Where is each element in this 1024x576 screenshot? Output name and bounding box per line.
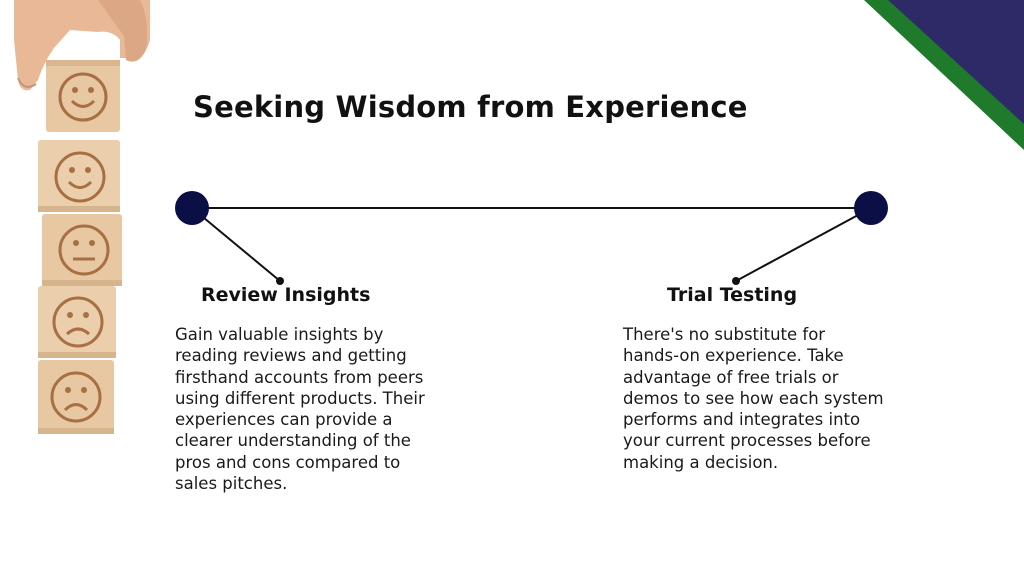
right-branch-end-dot <box>732 277 740 285</box>
smiley-block-happy-icon <box>46 60 120 132</box>
hand-stacking-smiley-blocks-icon <box>14 0 150 434</box>
review-insights-heading: Review Insights <box>201 284 371 306</box>
hand-icon <box>14 0 150 91</box>
right-node <box>854 191 888 225</box>
smiley-block-sad-icon <box>38 286 116 358</box>
trial-testing-heading: Trial Testing <box>667 284 798 306</box>
left-node <box>175 191 209 225</box>
smiley-block-happy-icon <box>38 140 120 212</box>
left-branch-line <box>191 207 281 282</box>
corner-purple-band <box>888 0 1024 124</box>
left-branch-end-dot <box>276 277 284 285</box>
slide-title: Seeking Wisdom from Experience <box>193 90 748 124</box>
review-insights-body: Gain valuable insights by reading review… <box>175 325 425 494</box>
right-branch-line <box>735 207 872 282</box>
trial-testing-body: There's no substitute for hands-on exper… <box>623 325 884 472</box>
smiley-block-neutral-icon <box>42 214 122 286</box>
smiley-block-sad-icon <box>38 360 114 434</box>
corner-decoration <box>864 0 1024 150</box>
